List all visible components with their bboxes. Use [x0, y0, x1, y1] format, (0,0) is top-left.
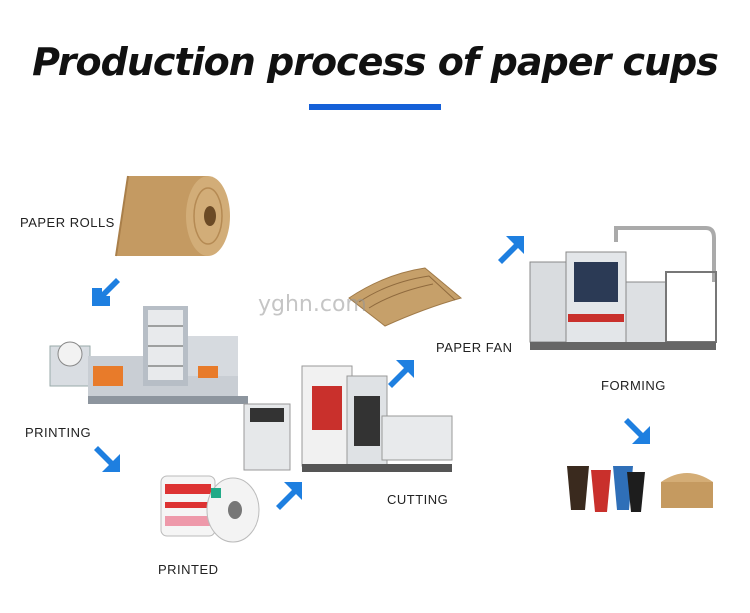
title-underline [309, 104, 441, 110]
paper-cups-and-box-image [567, 466, 713, 512]
label-printed: PRINTED [158, 562, 219, 577]
printed-rolls-image [160, 475, 260, 543]
page-title: Production process of paper cups [32, 40, 719, 84]
cutting-machine-image [243, 365, 453, 472]
paper-roll-image [115, 175, 230, 257]
watermark: yghn.com [258, 292, 367, 317]
arrow-down-icon [624, 418, 650, 444]
printing-machine-image [49, 306, 248, 404]
arrow-down-right-icon [94, 446, 120, 472]
paper-fan-image [348, 267, 463, 327]
arrow-up-right-icon [388, 360, 414, 388]
arrow-right-icon [276, 482, 302, 510]
label-forming: FORMING [601, 378, 666, 393]
label-cutting: CUTTING [387, 492, 449, 507]
label-paper-fan: PAPER FAN [436, 340, 513, 355]
arrow-up-right-icon [498, 236, 524, 264]
arrow-down-left-icon [92, 278, 120, 306]
label-paper-rolls: PAPER ROLLS [20, 215, 115, 230]
label-printing: PRINTING [25, 425, 92, 440]
forming-machine-image [529, 226, 717, 350]
